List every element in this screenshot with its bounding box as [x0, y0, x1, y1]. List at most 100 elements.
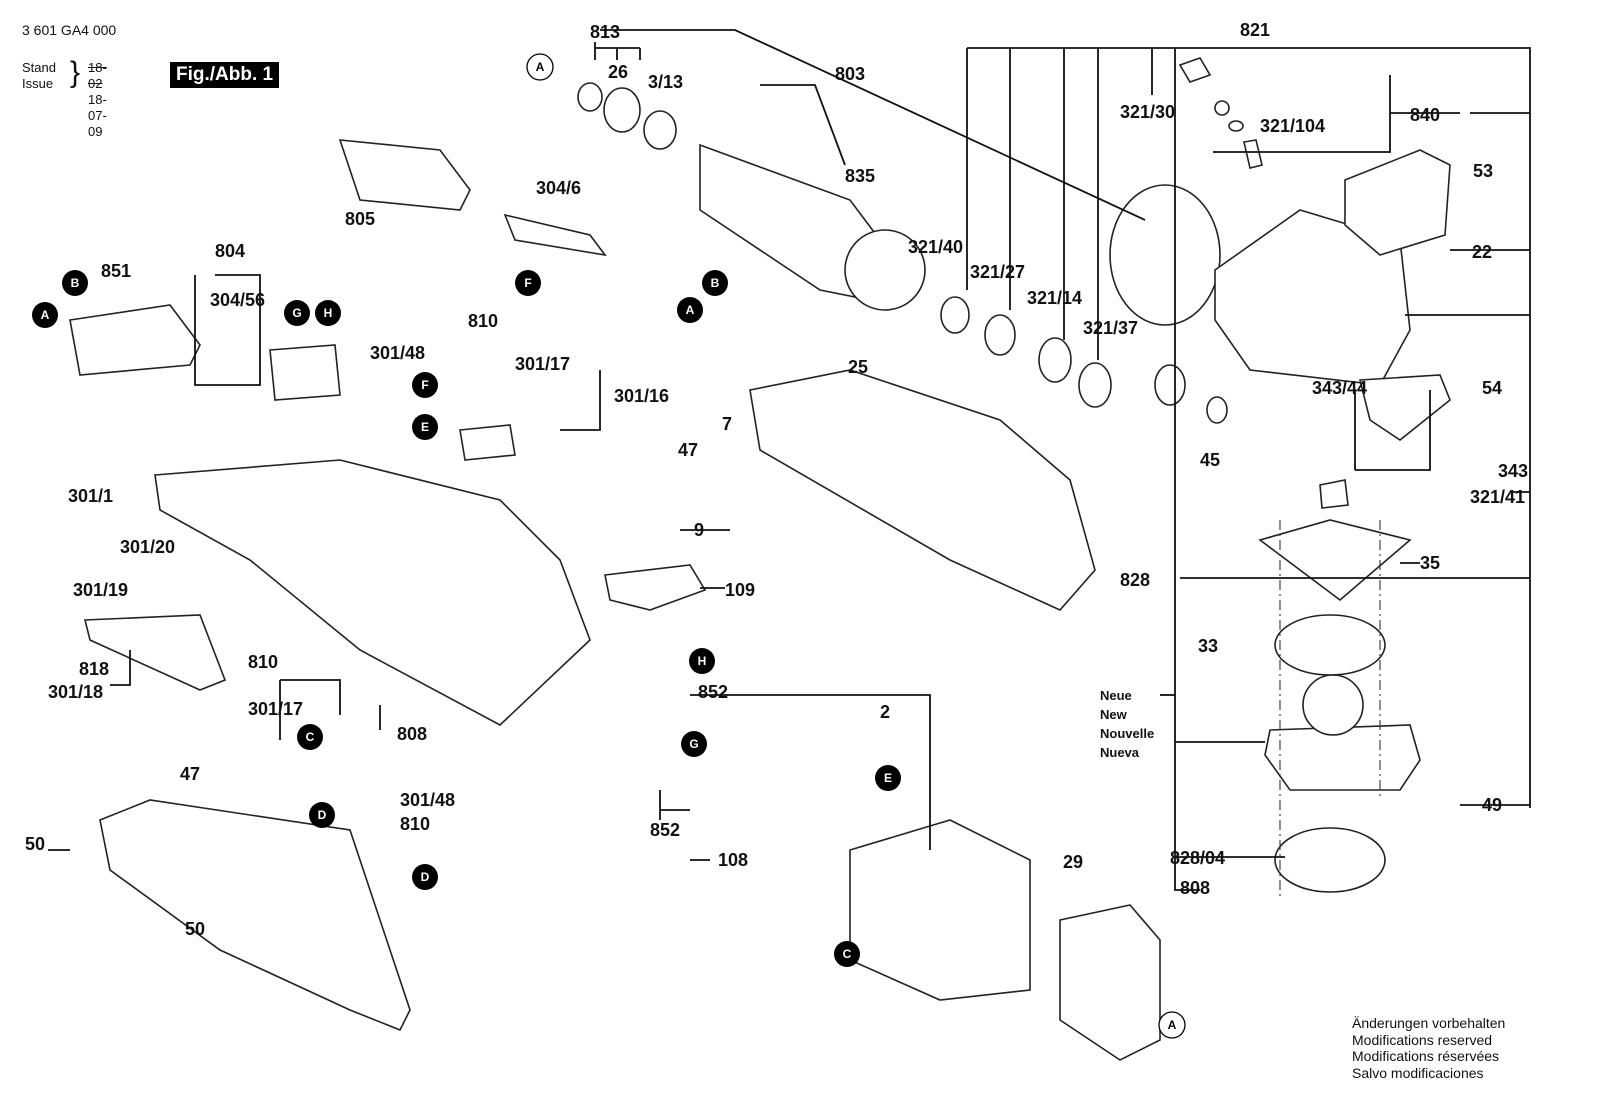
- connector-marker: A: [32, 302, 58, 328]
- svg-text:A: A: [41, 308, 50, 322]
- connector-marker: E: [412, 414, 438, 440]
- switch-carrier-part: [69, 304, 201, 376]
- armature-fan-part: [844, 229, 926, 311]
- leader-line: [690, 694, 931, 850]
- part-label: 304/6: [536, 178, 581, 198]
- handle-half-part: [749, 369, 1096, 611]
- svg-text:H: H: [324, 306, 333, 320]
- leader-line: [659, 790, 690, 820]
- part-label: 49: [1482, 795, 1502, 815]
- bearing-part: [1078, 362, 1112, 408]
- plug-part: [338, 139, 471, 211]
- ring-part: [1214, 100, 1230, 116]
- svg-text:F: F: [421, 378, 428, 392]
- leader-line: [600, 29, 1146, 221]
- sleeve-part: [984, 314, 1016, 356]
- svg-text:E: E: [884, 771, 892, 785]
- part-label: 29: [1063, 852, 1083, 872]
- part-label: 45: [1200, 450, 1220, 470]
- part-label: 25: [848, 357, 868, 377]
- part-label: 47: [180, 764, 200, 784]
- part-label: 828: [1120, 570, 1150, 590]
- new-gear-caption: Nueva: [1100, 745, 1140, 760]
- part-label: 835: [845, 166, 875, 186]
- connector-marker: A: [526, 53, 554, 81]
- svg-text:D: D: [318, 808, 327, 822]
- gear-flange-part: [1264, 724, 1421, 791]
- part-label: 50: [25, 834, 45, 854]
- svg-text:A: A: [1168, 1018, 1177, 1032]
- spring-plate-part: [1109, 184, 1221, 326]
- svg-text:E: E: [421, 420, 429, 434]
- leader-line: [594, 42, 641, 60]
- connector-marker: C: [297, 724, 323, 750]
- part-label: 35: [1420, 553, 1440, 573]
- part-label: 810: [400, 814, 430, 834]
- part-label: 50: [185, 919, 205, 939]
- switch-lever-part: [83, 614, 227, 691]
- brush-holder-part: [459, 424, 516, 461]
- bearing-part: [577, 82, 603, 112]
- part-label: 301/48: [400, 790, 455, 810]
- bushing-part: [1319, 479, 1349, 509]
- stand-date: 18-02: [88, 60, 107, 91]
- connector-marker: B: [62, 270, 88, 296]
- connector-marker: E: [875, 765, 901, 791]
- cover-part: [1344, 149, 1451, 256]
- part-label: 301/16: [614, 386, 669, 406]
- leader-line: [1354, 390, 1431, 471]
- part-label: 821: [1240, 20, 1270, 40]
- svg-text:C: C: [306, 730, 315, 744]
- notice-line: Modifications reserved: [1352, 1031, 1493, 1048]
- part-label: 818: [79, 659, 109, 679]
- part-label: 321/104: [1260, 116, 1325, 136]
- part-label: 810: [468, 311, 498, 331]
- field-coil-part: [849, 819, 1031, 1001]
- o-ring-part: [1274, 827, 1386, 893]
- part-label: 53: [1473, 161, 1493, 181]
- issue-date: 18-07-09: [88, 92, 107, 139]
- part-label: 7: [722, 414, 732, 434]
- connector-marker: A: [677, 297, 703, 323]
- part-label: 301/48: [370, 343, 425, 363]
- part-label: 852: [698, 682, 728, 702]
- auxiliary-handle-part: [99, 799, 411, 1032]
- pinion-part: [1154, 364, 1186, 406]
- new-gear-caption: Nouvelle: [1100, 726, 1154, 741]
- part-drawings: [69, 57, 1451, 1061]
- leader-line: [967, 47, 1531, 808]
- air-guide-part: [604, 564, 707, 611]
- connector-marker: G: [681, 731, 707, 757]
- part-label: 304/56: [210, 290, 265, 310]
- part-label: 804: [215, 241, 245, 261]
- connector-marker: C: [834, 941, 860, 967]
- part-label: 321/41: [1470, 487, 1525, 507]
- notice-line: Salvo modificaciones: [1352, 1064, 1484, 1081]
- part-label: 3/13: [648, 72, 683, 92]
- part-label: 33: [1198, 636, 1218, 656]
- svg-text:C: C: [843, 947, 852, 961]
- connector-marker: F: [412, 372, 438, 398]
- bevel-gear-part: [1302, 674, 1364, 736]
- retaining-ring-part: [940, 296, 970, 334]
- switch-part: [269, 344, 341, 401]
- issue-label: Issue: [22, 76, 54, 91]
- part-label: 301/17: [248, 699, 303, 719]
- svg-text:A: A: [686, 303, 695, 317]
- svg-text:B: B: [711, 276, 720, 290]
- connector-marker: F: [515, 270, 541, 296]
- svg-text:B: B: [71, 276, 80, 290]
- new-gear-caption: Neue: [1100, 688, 1132, 703]
- part-label: 301/1: [68, 486, 113, 506]
- part-label: 301/18: [48, 682, 103, 702]
- gear-housing-part: [1214, 209, 1411, 386]
- part-label: 47: [678, 440, 698, 460]
- part-label: 343/44: [1312, 378, 1367, 398]
- part-label: 301/20: [120, 537, 175, 557]
- part-label: 828/04: [1170, 848, 1225, 868]
- document-number: 3 601 GA4 000: [22, 22, 117, 38]
- revision-block: Stand Issue } 18-02 18-07-09: [22, 58, 107, 140]
